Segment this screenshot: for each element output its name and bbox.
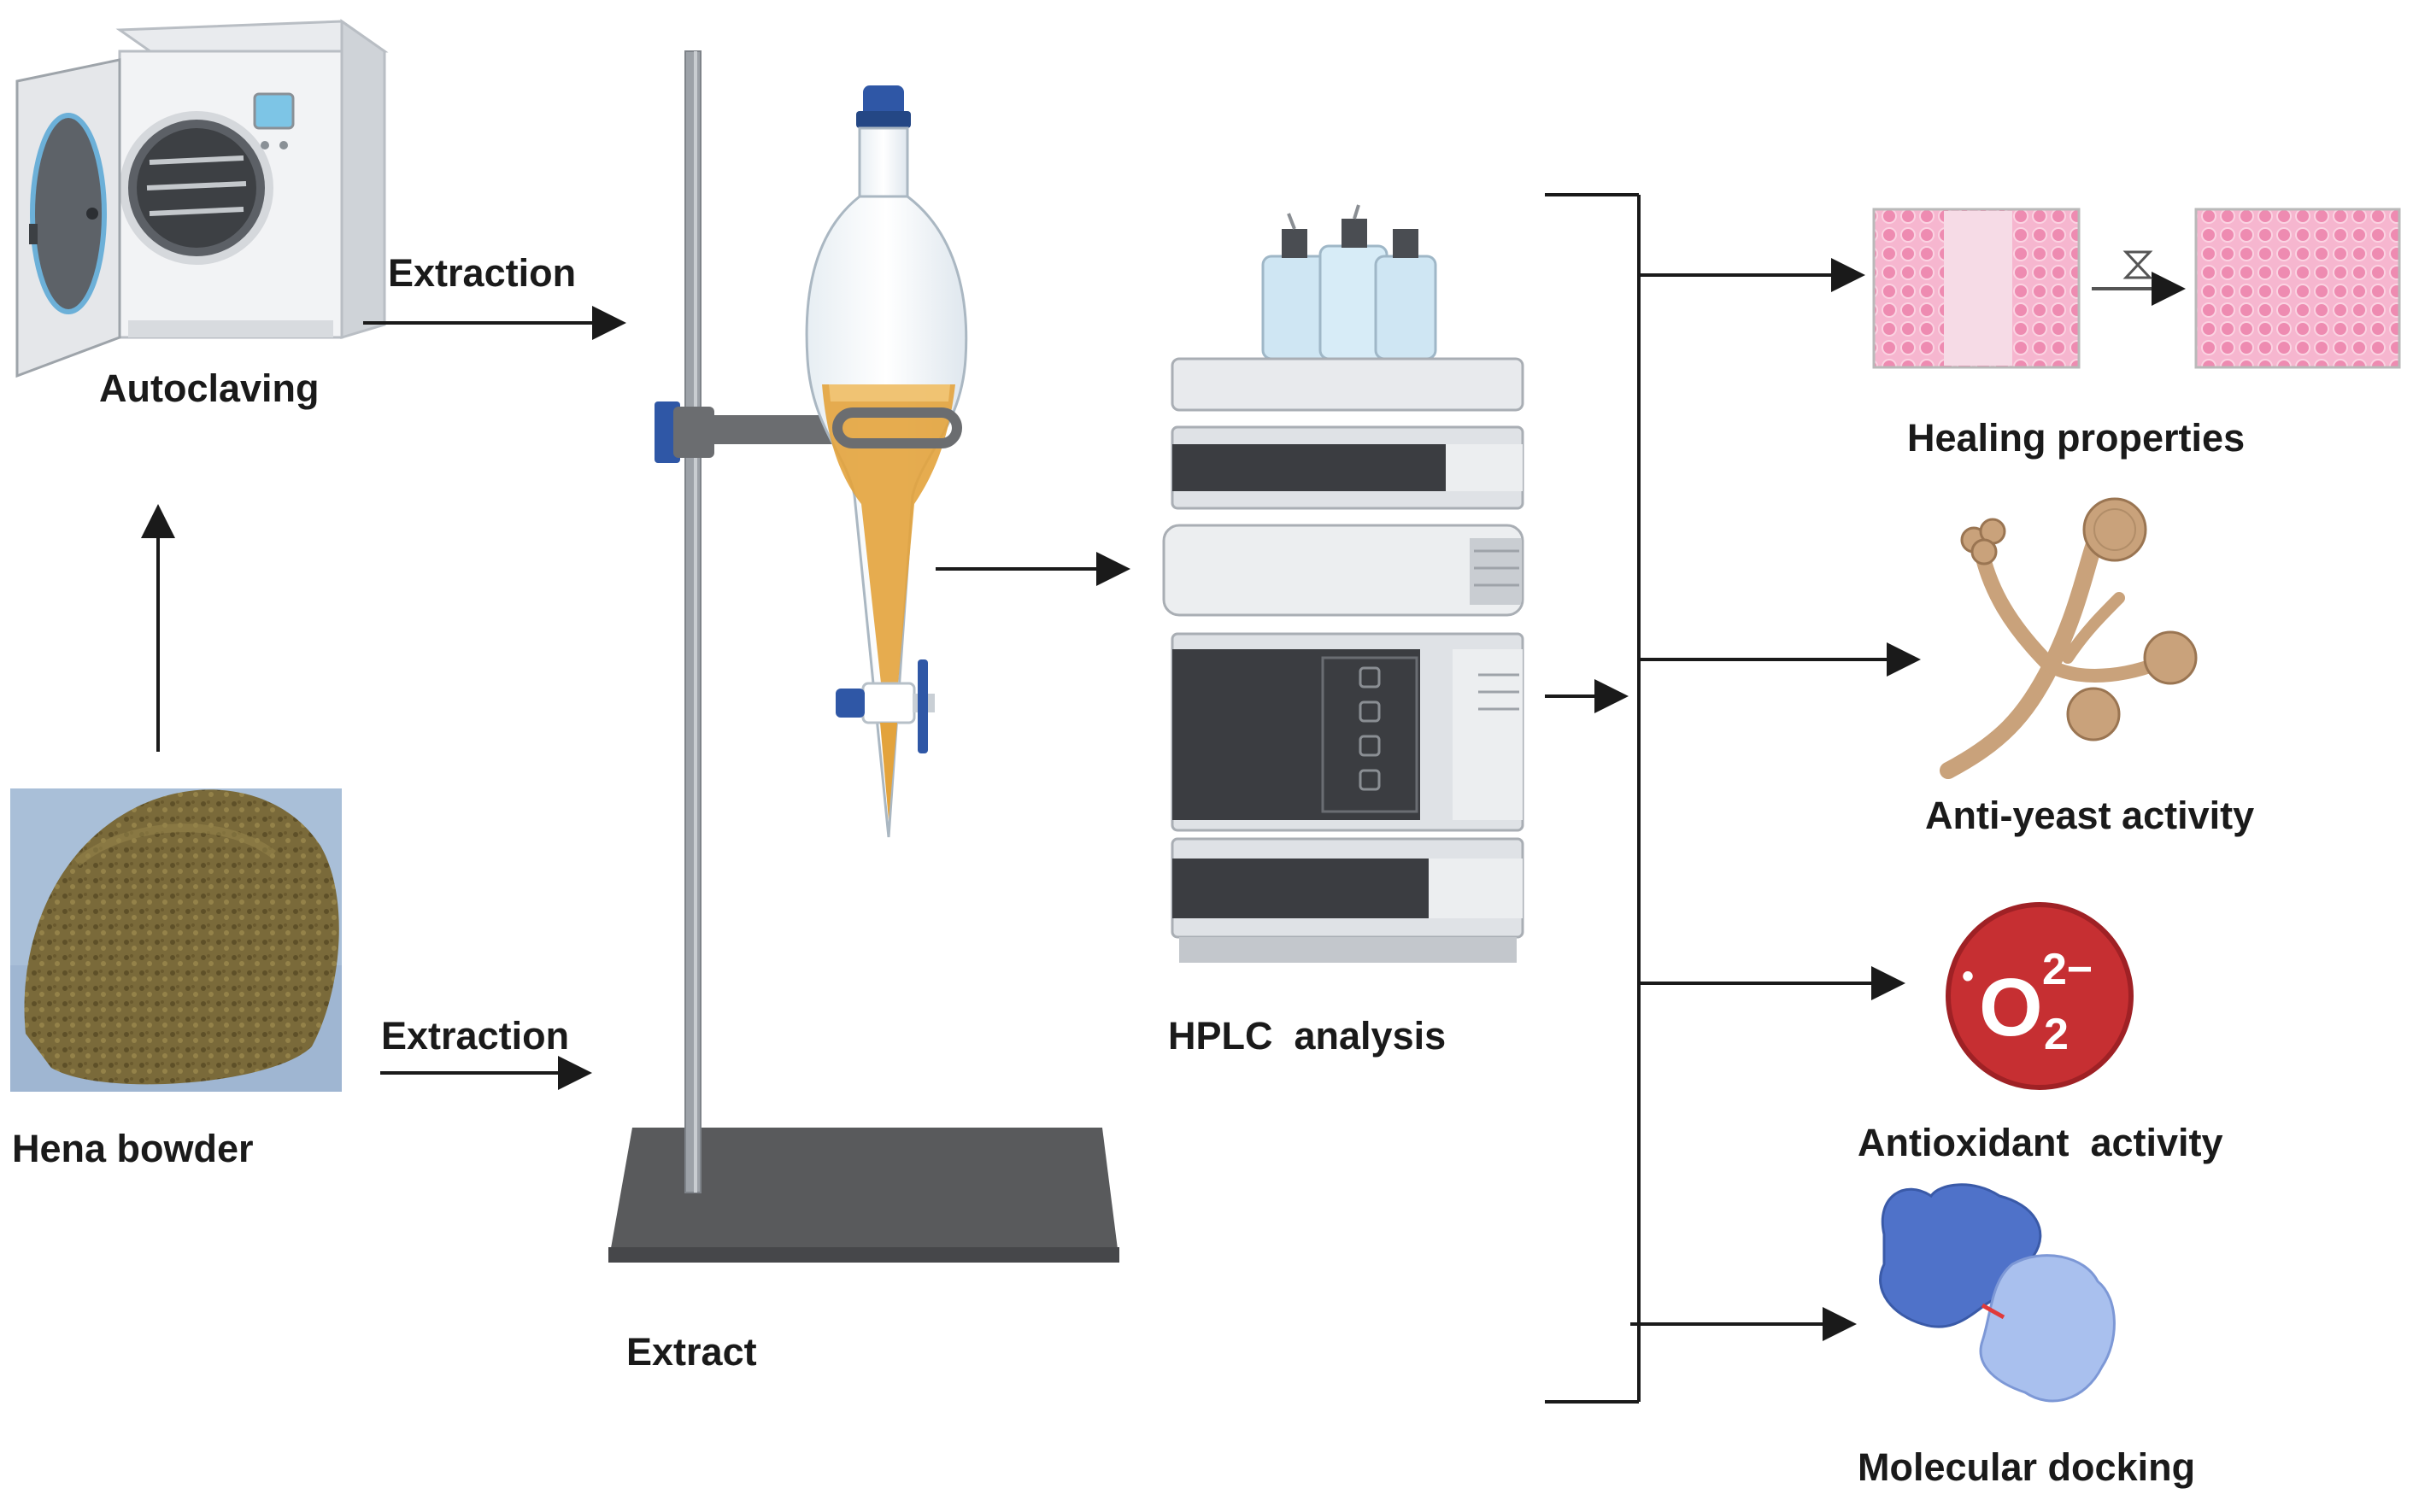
- oxygen-symbol: O: [1979, 962, 2043, 1053]
- extraction-bottom-label: Extraction: [381, 1014, 570, 1058]
- oxygen-charge: 2−: [2042, 945, 2093, 994]
- superoxide-icon: • O 2 2−: [1946, 902, 2134, 1090]
- oxygen-subscript: 2: [2044, 1010, 2069, 1059]
- separatory-funnel-icon: [805, 85, 968, 838]
- autoclaving-label: Autoclaving: [99, 366, 320, 410]
- healing-properties-label: Healing properties: [1907, 416, 2246, 460]
- protein-docking-icon: [1879, 1183, 2116, 1403]
- anti-yeast-activity-label: Anti-yeast activity: [1925, 794, 2255, 837]
- molecular-docking-label: Molecular docking: [1858, 1445, 2196, 1489]
- hplc-analysis-label: HPLC analysis: [1168, 1014, 1447, 1058]
- henna-powder-image: [10, 788, 342, 1092]
- distribution-bracket: [1545, 193, 1641, 1404]
- yeast-icon: [1940, 497, 2198, 779]
- extraction-top-label: Extraction: [388, 251, 577, 295]
- radical-dot: •: [1962, 958, 1974, 995]
- autoclave-icon: [15, 19, 389, 378]
- wound-healing-icon: [1872, 208, 2401, 369]
- hplc-system-icon: [1162, 204, 1524, 963]
- hena-powder-label: Hena bowder: [12, 1127, 254, 1170]
- antioxidant-activity-label: Antioxidant activity: [1858, 1121, 2223, 1164]
- ring-stand-icon: [608, 50, 1119, 1263]
- extract-label: Extract: [626, 1330, 757, 1374]
